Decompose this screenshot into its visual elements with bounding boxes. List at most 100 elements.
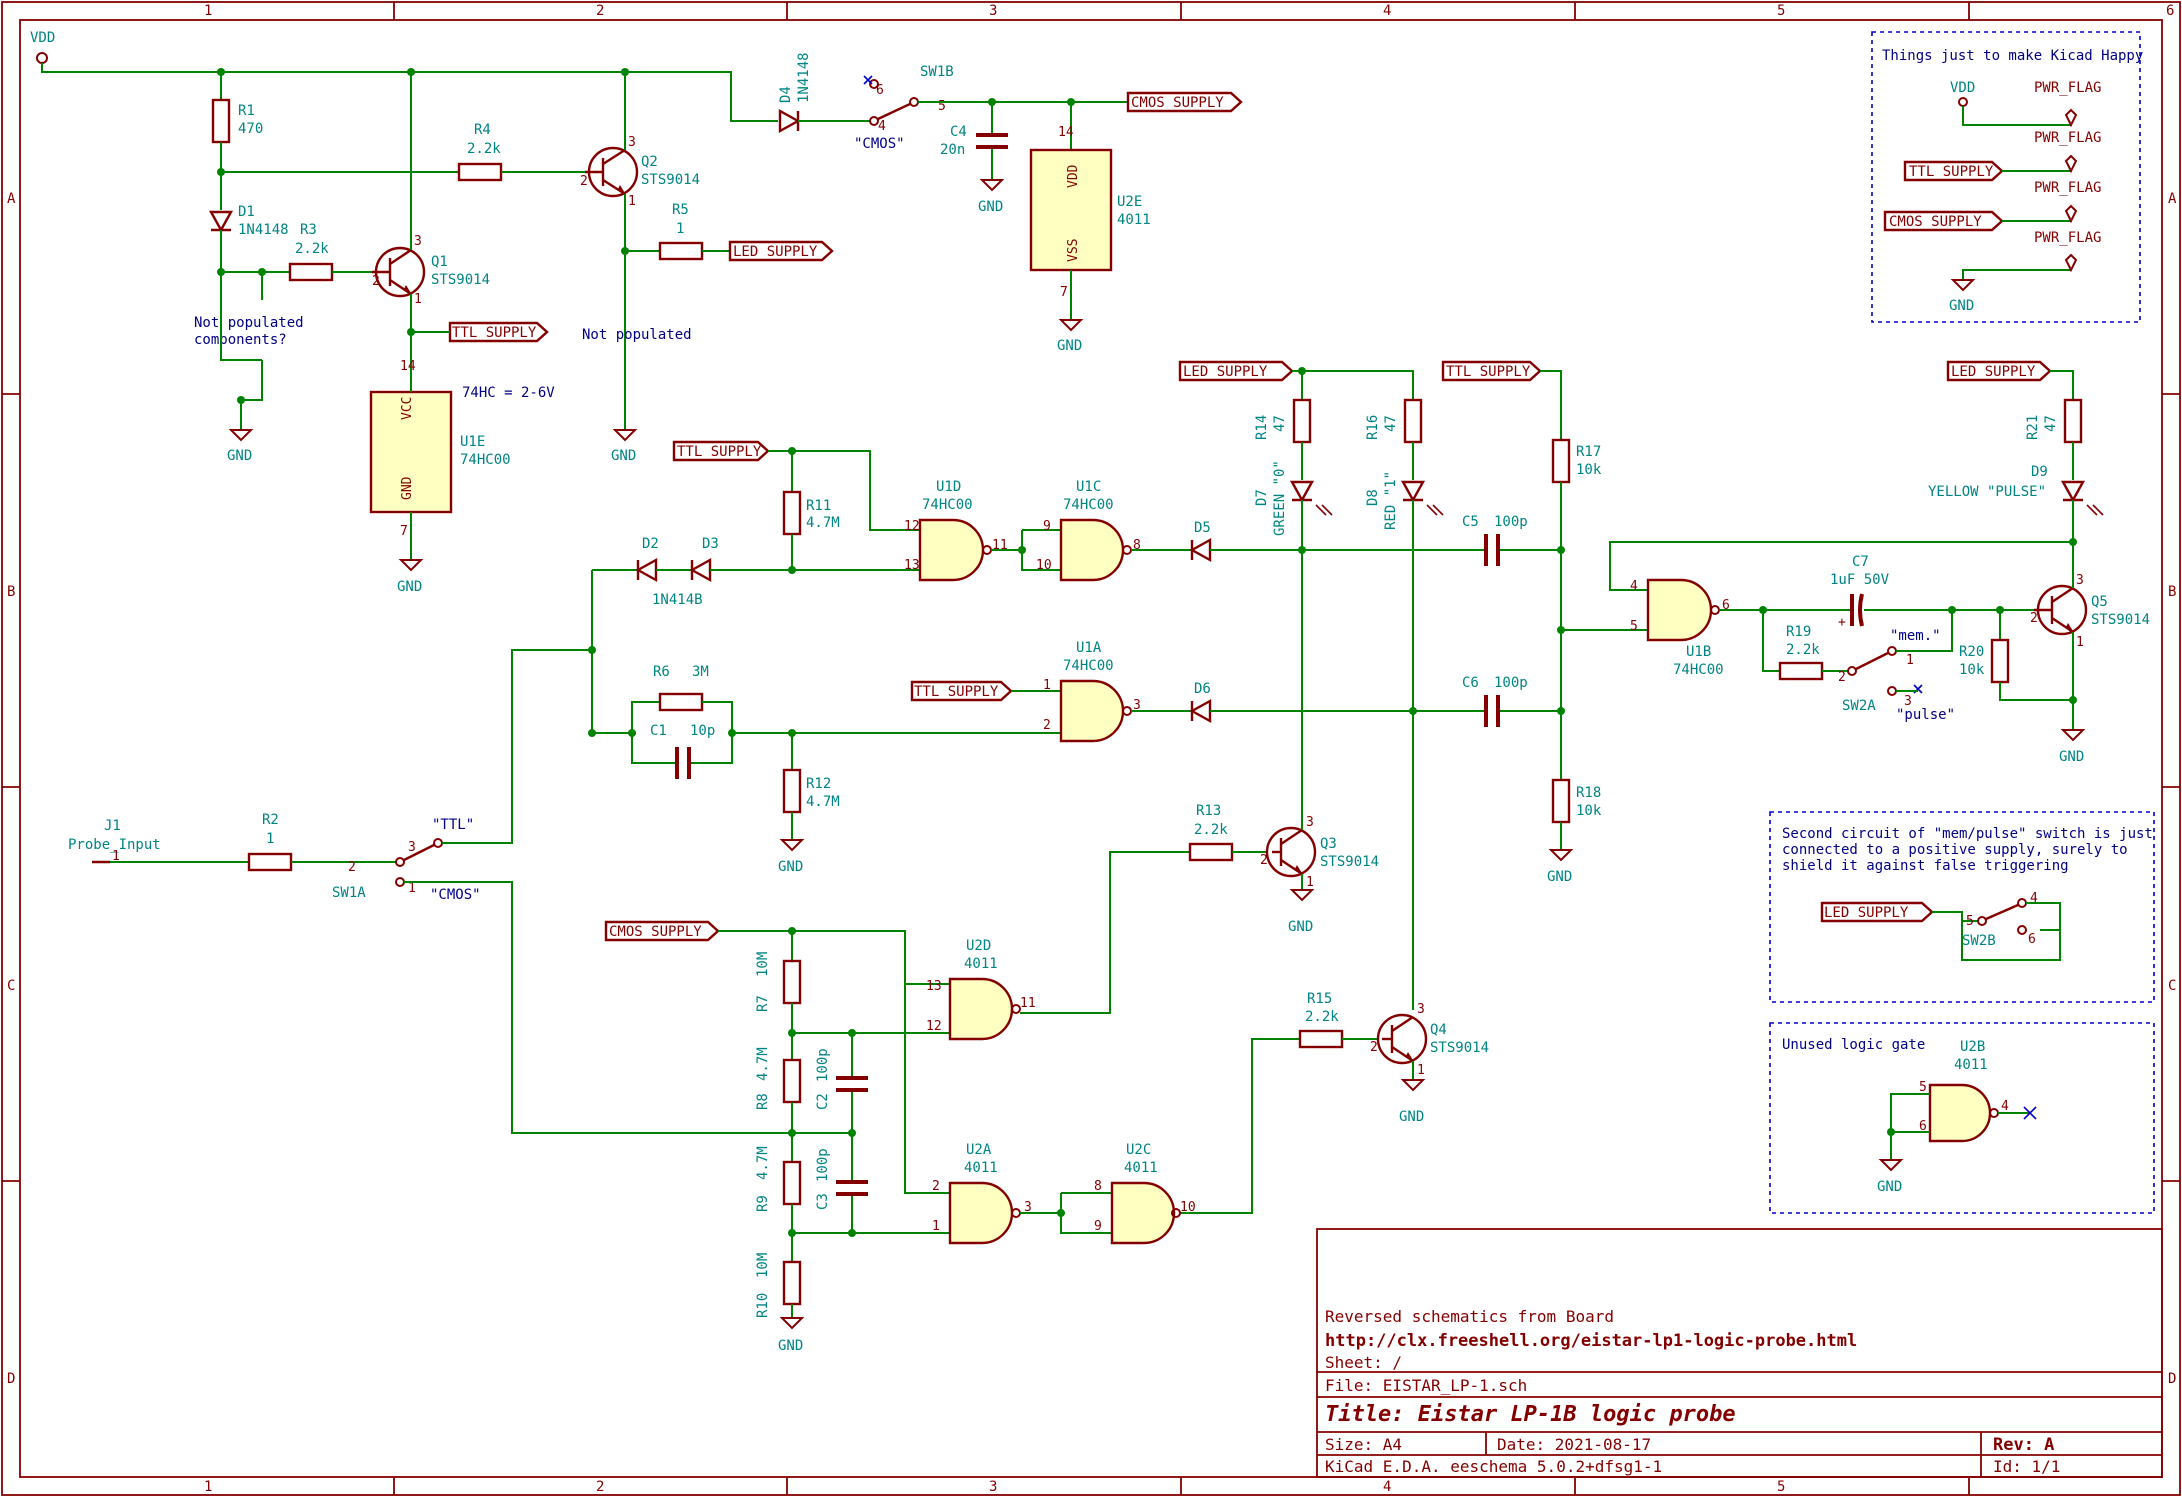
q5-ref: Q5 — [2091, 594, 2108, 610]
q3-gnd: GND — [1288, 919, 1313, 935]
u2b-gnd: GND — [1877, 1179, 1902, 1195]
d4-val: 1N4148 — [796, 52, 812, 103]
r15-val: 2.2k — [1305, 1009, 1339, 1025]
svg-text:12: 12 — [926, 1019, 942, 1034]
u1e-val: 74HC00 — [460, 452, 511, 468]
svg-text:10: 10 — [1036, 558, 1052, 573]
r3-val: 2.2k — [295, 241, 329, 257]
svg-text:1: 1 — [408, 881, 416, 896]
note-box-second-circuit: Second circuit of "mem/pulse" switch is … — [1769, 811, 2155, 1003]
svg-text:14: 14 — [400, 359, 416, 374]
svg-text:6: 6 — [876, 83, 884, 98]
c4-ref: C4 — [950, 124, 967, 140]
q1-ref: Q1 — [431, 254, 448, 270]
c5-ref: C5 — [1462, 514, 1479, 530]
svg-text:4: 4 — [878, 119, 886, 134]
q4-gnd: GND — [1399, 1109, 1424, 1125]
note-not-populated-q-1: Not populated — [194, 315, 304, 331]
svg-text:5: 5 — [938, 99, 946, 114]
svg-text:3: 3 — [1024, 1200, 1032, 1215]
transistor-q3: 2 3 1 Q3 STS9014 GND — [1260, 812, 1379, 935]
resistor-r11: R11 4.7M — [782, 450, 840, 570]
r9-val: 4.7M — [755, 1146, 771, 1180]
row-label-d: D — [7, 1371, 15, 1387]
u1d-ref: U1D — [936, 479, 961, 495]
tb-rev: Rev: A — [1993, 1435, 2054, 1455]
c7-val: 1uF 50V — [1830, 572, 1890, 588]
gate-u2d: 13 12 11 U2D 4011 — [926, 938, 1036, 1041]
svg-text:10: 10 — [1180, 1200, 1196, 1215]
r8-ref: R8 — [755, 1093, 771, 1110]
resistor-r16: R16 47 — [1365, 398, 1423, 480]
svg-text:1: 1 — [1306, 875, 1314, 890]
r5-led-supply: LED_SUPPLY — [733, 244, 818, 260]
resistor-r18: R18 10k GND — [1547, 778, 1602, 885]
j1-val: Probe_Input — [68, 837, 161, 853]
svg-text:3: 3 — [1417, 1002, 1425, 1017]
svg-text:4: 4 — [1630, 579, 1638, 594]
svg-text:4: 4 — [2030, 891, 2038, 906]
r21-val: 47 — [2043, 415, 2059, 432]
svg-text:8: 8 — [1133, 538, 1141, 553]
svg-text:5: 5 — [1630, 619, 1638, 634]
r13-ref: R13 — [1196, 803, 1221, 819]
u2d-val: 4011 — [964, 956, 998, 972]
c1-val: 10p — [690, 723, 715, 739]
r18-val: 10k — [1576, 803, 1602, 819]
row-label-a-right: A — [2168, 191, 2177, 207]
note-second-1: Second circuit of "mem/pulse" switch is … — [1782, 826, 2153, 842]
sw2a-ref: SW2A — [1842, 698, 1876, 714]
note-second-3: shield it against false triggering — [1782, 858, 2069, 874]
gate-u1b: 4 5 6 U1B 74HC00 — [1630, 578, 1730, 678]
svg-text:+: + — [1838, 615, 1846, 630]
svg-text:6: 6 — [1722, 598, 1730, 613]
tb-sheet: Sheet: / — [1325, 1353, 1402, 1372]
d5-ref: D5 — [1194, 520, 1211, 536]
r11-ref: R11 — [806, 498, 831, 514]
r2-val: 1 — [266, 831, 274, 847]
gnd-q1-label: GND — [227, 448, 252, 464]
j1-ref: J1 — [104, 818, 121, 834]
u1a-ttl-supply: TTL_SUPPLY — [914, 684, 999, 700]
flag-ttl-supply: TTL_SUPPLY — [1909, 164, 1994, 180]
d7-ref: D7 — [1254, 489, 1270, 506]
gate-u2c: 8 9 10 U2C 4011 — [1094, 1142, 1196, 1245]
u2c-val: 4011 — [1124, 1160, 1158, 1176]
ic-u2e: 14 7 VDD VSS U2E 4011 GND — [1029, 102, 1151, 354]
r11-val: 4.7M — [806, 515, 840, 531]
u2e-gnd: GND — [1057, 338, 1082, 354]
d8-ref: D8 — [1365, 489, 1381, 506]
switch-sw2a: 2 1 3 SW2A "mem." "pulse" — [1838, 628, 1955, 723]
col-label-3-bottom: 3 — [989, 1479, 997, 1495]
gate-u1c: 9 10 8 U1C 74HC00 — [1036, 479, 1141, 582]
svg-text:1: 1 — [1906, 653, 1914, 668]
d8-val: RED "1" — [1383, 471, 1399, 530]
pwr-flag-1: PWR_FLAG — [2034, 80, 2101, 96]
u1c-val: 74HC00 — [1063, 497, 1114, 513]
u1e-gnd-label: GND — [397, 579, 422, 595]
note-kicad-happy: Things just to make Kicad Happy — [1882, 48, 2143, 64]
r10-val: 10M — [755, 1253, 771, 1278]
resistor-r9: R9 4.7M — [755, 1146, 802, 1262]
d7-val: GREEN "0" — [1272, 460, 1288, 536]
c7-ref: C7 — [1852, 554, 1869, 570]
r20-ref: R20 — [1959, 644, 1984, 660]
gate-u1a: 1 2 3 U1A 74HC00 — [1043, 640, 1141, 743]
row-label-a: A — [7, 191, 16, 207]
resistor-r7: R7 10M — [755, 931, 802, 1060]
cmos-supply-top: CMOS_SUPPLY — [1131, 95, 1224, 111]
r14-ref: R14 — [1254, 415, 1270, 440]
note-second-2: connected to a positive supply, surely t… — [1782, 842, 2128, 858]
capacitor-c1: C1 10p — [631, 723, 733, 779]
tb-file: File: EISTAR_LP-1.sch — [1325, 1376, 1527, 1395]
svg-text:6: 6 — [1919, 1119, 1927, 1134]
resistor-r10: R10 10M GND — [755, 1253, 805, 1354]
r13-val: 2.2k — [1194, 822, 1228, 838]
col-label-1: 1 — [204, 3, 212, 19]
u1a-ref: U1A — [1076, 640, 1102, 656]
u2e-vdd: VDD — [1066, 164, 1081, 188]
svg-text:1: 1 — [414, 292, 422, 307]
note-hc-range: 74HC = 2-6V — [462, 385, 555, 401]
